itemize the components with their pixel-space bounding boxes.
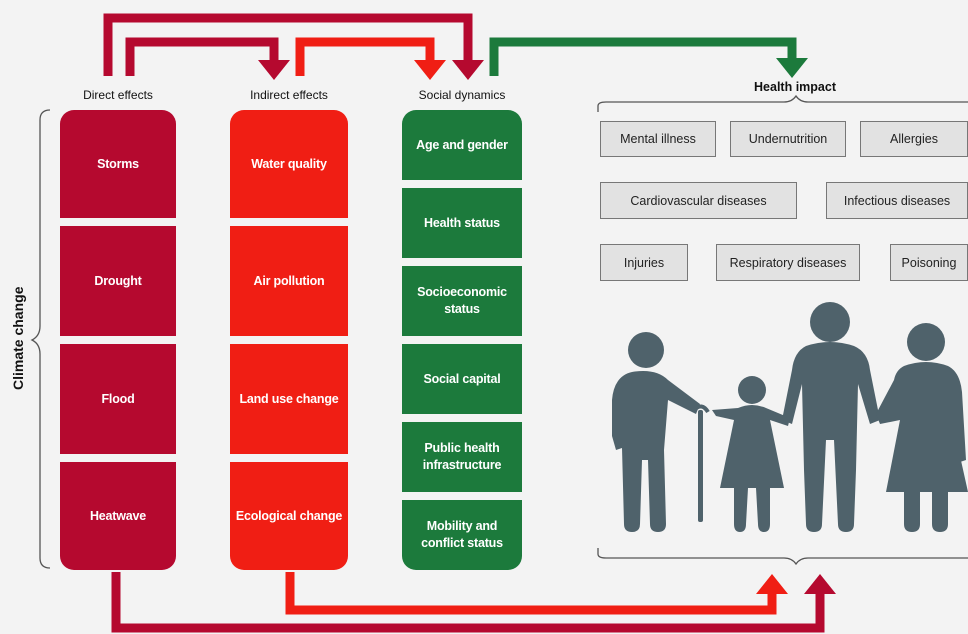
bottom-bracket — [597, 548, 968, 566]
direct-effects-title: Direct effects — [83, 88, 153, 102]
outcome-undernutrition: Undernutrition — [730, 121, 846, 157]
child-icon — [712, 376, 790, 532]
direct-effects-column: Storms Drought Flood Heatwave — [60, 110, 176, 570]
indirect-item-ecological-change: Ecological change — [235, 508, 343, 523]
social-item-health-status: Health status — [424, 215, 500, 230]
outcome-allergies: Allergies — [860, 121, 968, 157]
indirect-item-air-pollution: Air pollution — [253, 273, 325, 288]
people-illustration — [612, 302, 968, 532]
health-impact-title: Health impact — [754, 80, 836, 94]
indirect-item-land-use-change: Land use change — [239, 391, 339, 406]
indirect-effects-column: Water quality Air pollution Land use cha… — [230, 110, 348, 570]
social-dynamics-column: Age and gender Health status Socioeconom… — [402, 110, 522, 570]
top-bracket — [597, 94, 968, 112]
indirect-item-water-quality: Water quality — [251, 156, 327, 171]
outcome-poisoning: Poisoning — [890, 244, 968, 281]
arrow-head-direct-to-health — [804, 574, 836, 594]
left-bracket — [30, 109, 51, 569]
direct-item-drought: Drought — [94, 273, 142, 288]
social-item-social-capital: Social capital — [423, 371, 501, 386]
outcome-mental-illness: Mental illness — [600, 121, 716, 157]
arrow-direct-to-indirect — [125, 37, 279, 76]
climate-change-label: Climate change — [10, 286, 26, 390]
arrow-indirect-to-social — [295, 37, 435, 76]
social-dynamics-title: Social dynamics — [418, 88, 506, 102]
social-item-mobility-conflict: Mobility and conflict status — [421, 519, 503, 550]
arrow-head-indirect-to-health — [756, 574, 788, 594]
arrow-head-indirect-to-social — [414, 60, 446, 80]
direct-item-heatwave: Heatwave — [89, 508, 147, 523]
arrow-head-social-to-health — [776, 58, 808, 78]
outcome-cardiovascular-diseases: Cardiovascular diseases — [600, 182, 797, 219]
adult-man-icon — [782, 302, 880, 532]
outcome-injuries: Injuries — [600, 244, 688, 281]
direct-item-storms: Storms — [97, 156, 139, 171]
social-item-public-health-infrastructure: Public health infrastructure — [422, 441, 502, 472]
elderly-person-icon — [612, 332, 710, 532]
arrow-social-to-health — [489, 37, 797, 76]
adult-woman-icon — [876, 323, 968, 532]
arrow-indirect-to-health — [285, 572, 777, 615]
outcome-infectious-diseases: Infectious diseases — [826, 182, 968, 219]
outcome-respiratory-diseases: Respiratory diseases — [716, 244, 860, 281]
direct-item-flood: Flood — [101, 391, 135, 406]
social-item-age-gender: Age and gender — [416, 137, 508, 152]
arrow-head-direct-to-indirect — [258, 60, 290, 80]
arrow-direct-to-health — [111, 572, 825, 633]
social-item-socioeconomic-status: Socioeconomic status — [417, 285, 507, 316]
arrow-head-direct-to-social — [452, 60, 484, 80]
indirect-effects-title: Indirect effects — [250, 88, 328, 102]
arrow-direct-to-social — [103, 13, 473, 76]
